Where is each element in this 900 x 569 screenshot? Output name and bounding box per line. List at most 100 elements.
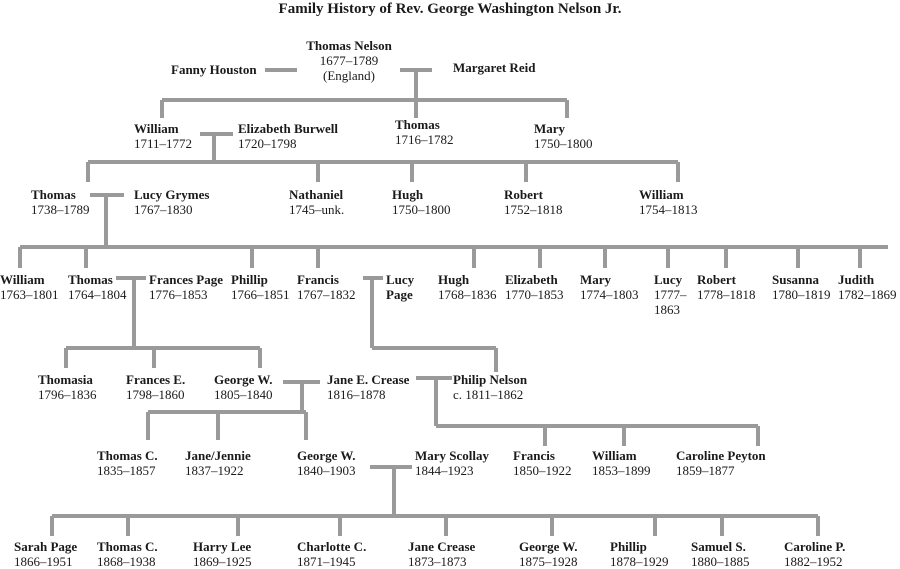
person-dates: 1869–1925	[193, 554, 252, 569]
person-jane-crease-1873: Jane Crease 1873–1873	[408, 539, 475, 569]
person-name: Robert	[504, 187, 543, 202]
person-william-1754: William 1754–1813	[639, 187, 698, 217]
person-dates: 1878–1929	[610, 554, 669, 569]
person-dates: 1871–1945	[297, 554, 356, 569]
person-dates: 1778–1818	[697, 287, 756, 302]
person-name: Francis	[513, 448, 555, 463]
person-frances-page: Frances Page 1776–1853	[149, 272, 223, 302]
person-name: Mary	[580, 272, 612, 287]
person-dates: 1716–1782	[395, 132, 454, 147]
person-name: Hugh	[392, 187, 424, 202]
person-thomas-c-1868: Thomas C. 1868–1938	[97, 539, 158, 569]
person-name: Robert	[697, 272, 736, 287]
person-name: Judith	[838, 272, 875, 287]
person-dates: 1880–1885	[691, 554, 750, 569]
person-dates: 1777–	[654, 287, 687, 302]
person-dates: 1764–1804	[68, 287, 127, 302]
person-jane-e-crease: Jane E. Crease 1816–1878	[327, 372, 409, 402]
person-dates: 1875–1928	[519, 554, 578, 569]
person-dates: 1752–1818	[504, 202, 563, 217]
person-dates: 1866–1951	[14, 554, 73, 569]
person-name: George W.	[297, 448, 356, 463]
person-frances-e-1798: Frances E. 1798–1860	[126, 372, 185, 402]
person-name: William	[592, 448, 637, 463]
person-phillip-1766: Phillip 1766–1851	[231, 272, 290, 302]
person-name: Mary	[534, 121, 566, 136]
person-mary-scollay: Mary Scollay 1844–1923	[415, 448, 489, 478]
person-phillip-1878: Phillip 1878–1929	[610, 539, 669, 569]
person-dates: 1754–1813	[639, 202, 698, 217]
person-dates: 1840–1903	[297, 463, 356, 478]
person-dates: 1767–1832	[297, 287, 356, 302]
person-name: Lucy	[386, 272, 415, 287]
person-name: Nathaniel	[289, 187, 344, 202]
person-nathaniel-1745: Nathaniel 1745–unk.	[289, 187, 344, 217]
person-thomasia-1796: Thomasia 1796–1836	[38, 372, 97, 402]
person-name: Jane/Jennie	[185, 448, 251, 463]
person-dates: 1720–1798	[238, 136, 297, 151]
person-william-1711: William 1711–1772	[134, 121, 192, 151]
person-harry-lee-1869: Harry Lee 1869–1925	[193, 539, 252, 569]
person-dates: 1844–1923	[415, 463, 474, 478]
person-name: Hugh	[438, 272, 470, 287]
person-francis-1767: Francis 1767–1832	[297, 272, 356, 302]
person-elizabeth-burwell: Elizabeth Burwell 1720–1798	[238, 121, 338, 151]
person-caroline-p-1882: Caroline P. 1882–1952	[784, 539, 845, 569]
person-name: Susanna	[772, 272, 819, 287]
person-name: Thomas	[395, 117, 440, 132]
person-dates: 1780–1819	[772, 287, 831, 302]
person-jane-jennie-1837: Jane/Jennie 1837–1922	[185, 448, 251, 478]
person-thomas-1738: Thomas 1738–1789	[31, 187, 90, 217]
person-fanny-houston: Fanny Houston	[171, 62, 257, 77]
person-name: Lucy	[654, 272, 683, 287]
person-name: Sarah Page	[14, 539, 78, 554]
person-name: Margaret Reid	[453, 60, 536, 75]
person-dates: 1750–1800	[392, 202, 451, 217]
person-name: Lucy Grymes	[134, 187, 210, 202]
person-dates: 1835–1857	[97, 463, 156, 478]
person-dates: 1677–1789	[319, 53, 379, 68]
person-dates: 1798–1860	[126, 387, 185, 402]
person-charlotte-c-1871: Charlotte C. 1871–1945	[297, 539, 366, 569]
person-dates: 1711–1772	[134, 136, 193, 151]
person-name: Philip Nelson	[453, 372, 528, 387]
person-name: Frances E.	[126, 372, 186, 387]
person-francis-1850: Francis 1850–1922	[513, 448, 572, 478]
person-dates: 1805–1840	[214, 387, 273, 402]
person-name: Fanny Houston	[171, 62, 257, 77]
person-name: Phillip	[231, 272, 268, 287]
person-name: Thomas C.	[97, 539, 158, 554]
person-dates: 1868–1938	[97, 554, 156, 569]
person-sarah-page-1866: Sarah Page 1866–1951	[14, 539, 77, 569]
person-lucy-1777: Lucy 1777– 1863	[654, 272, 687, 317]
person-hugh-1768: Hugh 1768–1836	[438, 272, 497, 302]
person-thomas-1764: Thomas 1764–1804	[68, 272, 127, 302]
person-name: Jane E. Crease	[327, 372, 410, 387]
person-name: Harry Lee	[193, 539, 252, 554]
person-dates-line2: 1863	[654, 302, 680, 317]
person-name: Jane Crease	[408, 539, 476, 554]
person-note: (England)	[323, 68, 375, 83]
person-dates: 1750–1800	[534, 136, 593, 151]
person-dates: 1837–1922	[185, 463, 244, 478]
person-hugh-1750: Hugh 1750–1800	[392, 187, 451, 217]
person-name: Elizabeth Burwell	[238, 121, 339, 136]
person-dates: 1767–1830	[134, 202, 193, 217]
person-dates: 1768–1836	[438, 287, 497, 302]
person-dates: 1782–1869	[838, 287, 897, 302]
person-dates: 1763–1801	[0, 287, 59, 302]
person-mary-1774: Mary 1774–1803	[580, 272, 639, 302]
person-susanna-1780: Susanna 1780–1819	[772, 272, 831, 302]
person-samuel-s-1880: Samuel S. 1880–1885	[691, 539, 750, 569]
person-thomas-nelson: Thomas Nelson 1677–1789 (England)	[306, 38, 392, 83]
person-name: Frances Page	[149, 272, 224, 287]
person-name: Charlotte C.	[297, 539, 367, 554]
person-dates: 1776–1853	[149, 287, 208, 302]
person-dates: 1882–1952	[784, 554, 843, 569]
person-philip-nelson: Philip Nelson c. 1811–1862	[453, 372, 527, 402]
person-dates: 1738–1789	[31, 202, 90, 217]
person-dates: 1770–1853	[505, 287, 564, 302]
person-name: Mary Scollay	[415, 448, 490, 463]
person-dates: 1745–unk.	[289, 202, 345, 217]
